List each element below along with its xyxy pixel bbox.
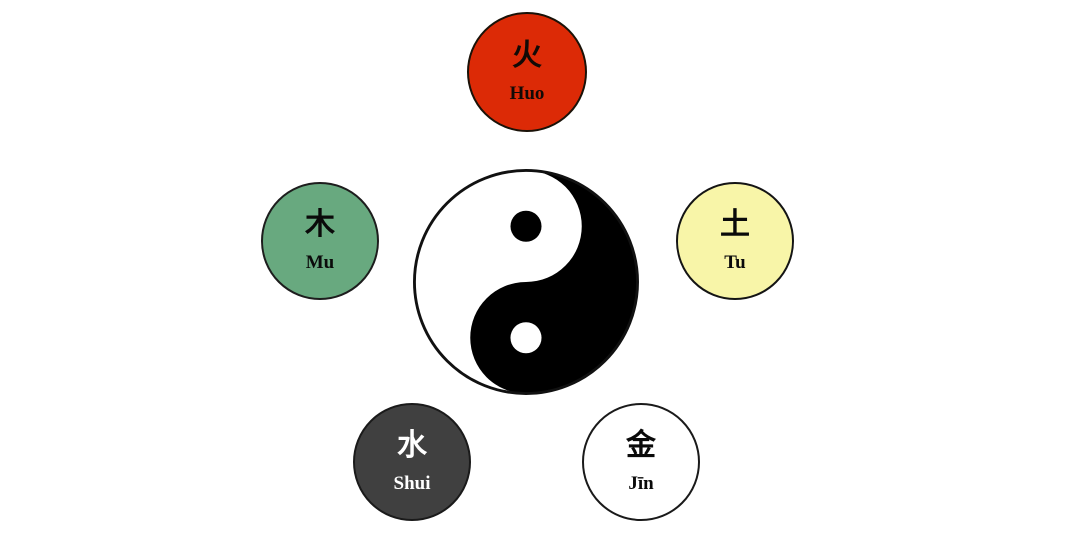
- yin-yang-svg: [413, 169, 639, 395]
- element-circle-earth[interactable]: 土 Tu: [676, 182, 794, 300]
- yin-yang-icon: [411, 167, 641, 397]
- element-romanization-earth: Tu: [724, 252, 746, 273]
- element-circle-fire[interactable]: 火 Huo: [467, 12, 587, 132]
- element-glyph-wood: 木: [305, 207, 335, 242]
- element-glyph-fire: 火: [512, 38, 542, 73]
- element-circle-metal[interactable]: 金 Jīn: [582, 403, 700, 521]
- element-romanization-metal: Jīn: [628, 473, 654, 494]
- element-romanization-wood: Mu: [305, 252, 335, 273]
- element-circle-water[interactable]: 水 Shui: [353, 403, 471, 521]
- taijitu-outline: [413, 169, 639, 395]
- taijitu-dot-light: [510, 322, 542, 354]
- element-glyph-earth: 土: [720, 207, 750, 242]
- element-circle-wood[interactable]: 木 Mu: [261, 182, 379, 300]
- element-romanization-fire: Huo: [509, 83, 545, 104]
- element-glyph-metal: 金: [626, 428, 656, 463]
- taijitu-dot-dark: [510, 210, 542, 242]
- element-glyph-water: 水: [397, 428, 427, 463]
- element-romanization-water: Shui: [393, 473, 431, 494]
